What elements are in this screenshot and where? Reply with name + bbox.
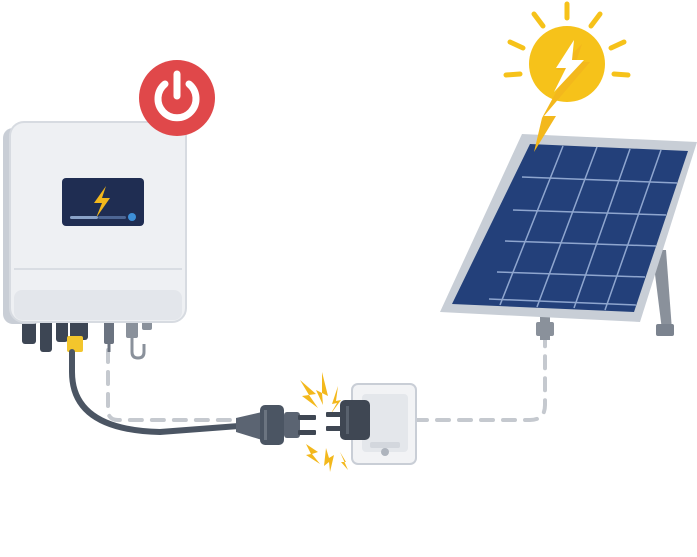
power-icon [154, 70, 200, 122]
sun [503, 1, 631, 152]
solar-panel [440, 134, 697, 340]
spark-burst [300, 372, 348, 472]
power-off-badge [139, 60, 215, 136]
unplugged-plug [236, 405, 316, 445]
socket-screw [381, 448, 389, 456]
dashed-line-socket-to-panel [413, 338, 547, 422]
solar-panel-grid [488, 145, 678, 311]
lightning-bolt-icon [534, 44, 590, 152]
power-cable [69, 349, 255, 436]
status-led [128, 213, 136, 221]
wall-socket [326, 383, 417, 465]
dashed-connection-lines [106, 338, 547, 422]
sun-rays [503, 1, 631, 78]
dashed-line-inverter-to-socket [106, 348, 242, 422]
inverter [3, 121, 187, 360]
lightning-bolt-icon [94, 186, 110, 218]
